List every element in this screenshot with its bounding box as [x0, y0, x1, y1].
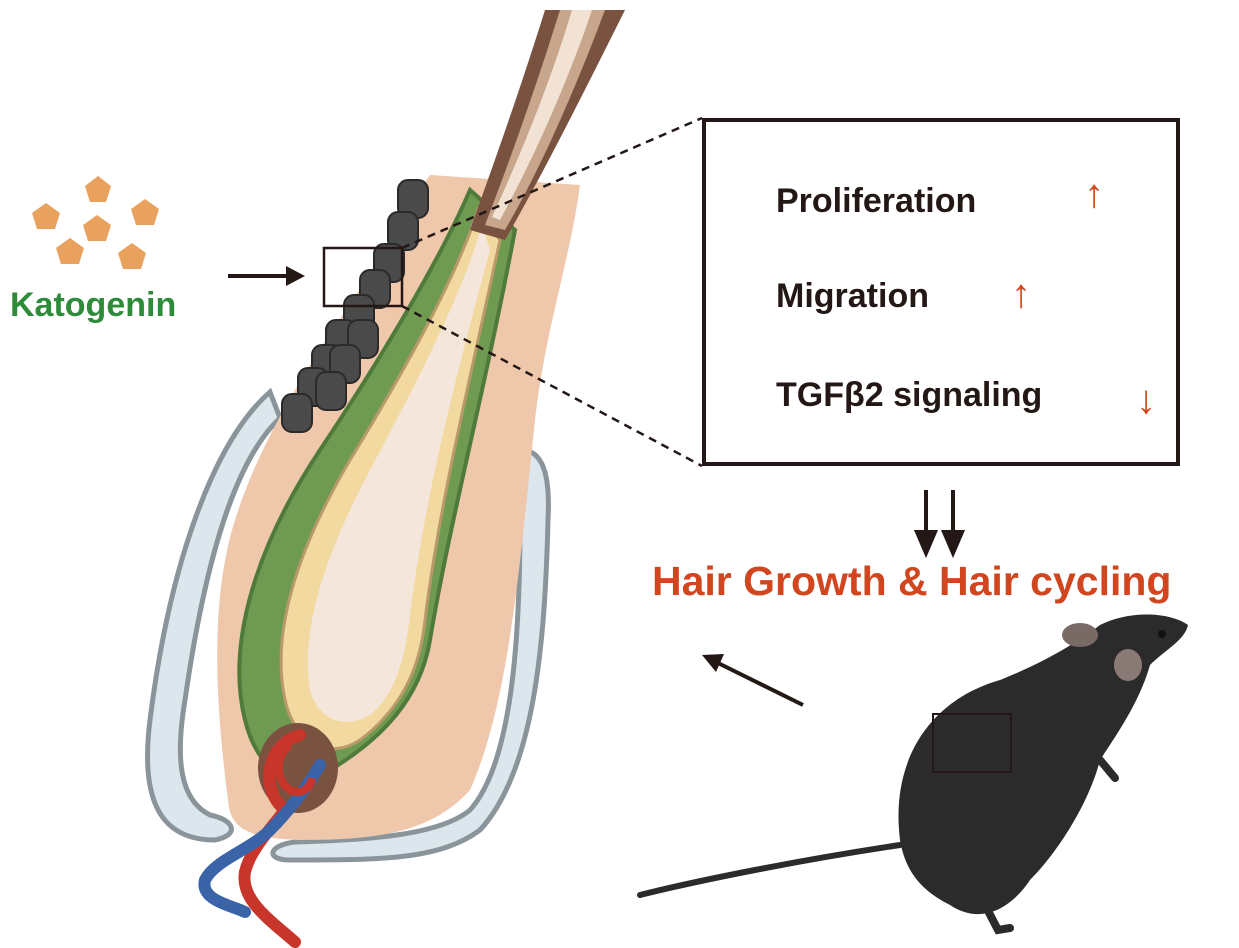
down-arrow-icon: ↓	[1136, 380, 1156, 420]
up-arrow-icon: ↑	[1084, 174, 1104, 214]
effect-label-migration: Migration	[776, 277, 929, 316]
arrow-icon	[228, 266, 305, 286]
double-down-arrow-icon	[917, 490, 962, 553]
effects-box: Proliferation ↑ Migration ↑ TGFβ2 signal…	[702, 118, 1180, 466]
up-arrow-icon: ↑	[1011, 274, 1031, 314]
mouse-photo	[640, 614, 1188, 930]
effect-label-proliferation: Proliferation	[776, 182, 976, 221]
outcome-label: Hair Growth & Hair cycling	[652, 558, 1171, 605]
hair-follicle-illustration	[148, 10, 625, 942]
pentagon-molecule-icon	[32, 176, 159, 269]
effect-label-tgfb2-signaling: TGFβ2 signaling	[776, 376, 1042, 415]
katogenin-label: Katogenin	[10, 286, 176, 325]
arrow-icon	[702, 654, 803, 705]
